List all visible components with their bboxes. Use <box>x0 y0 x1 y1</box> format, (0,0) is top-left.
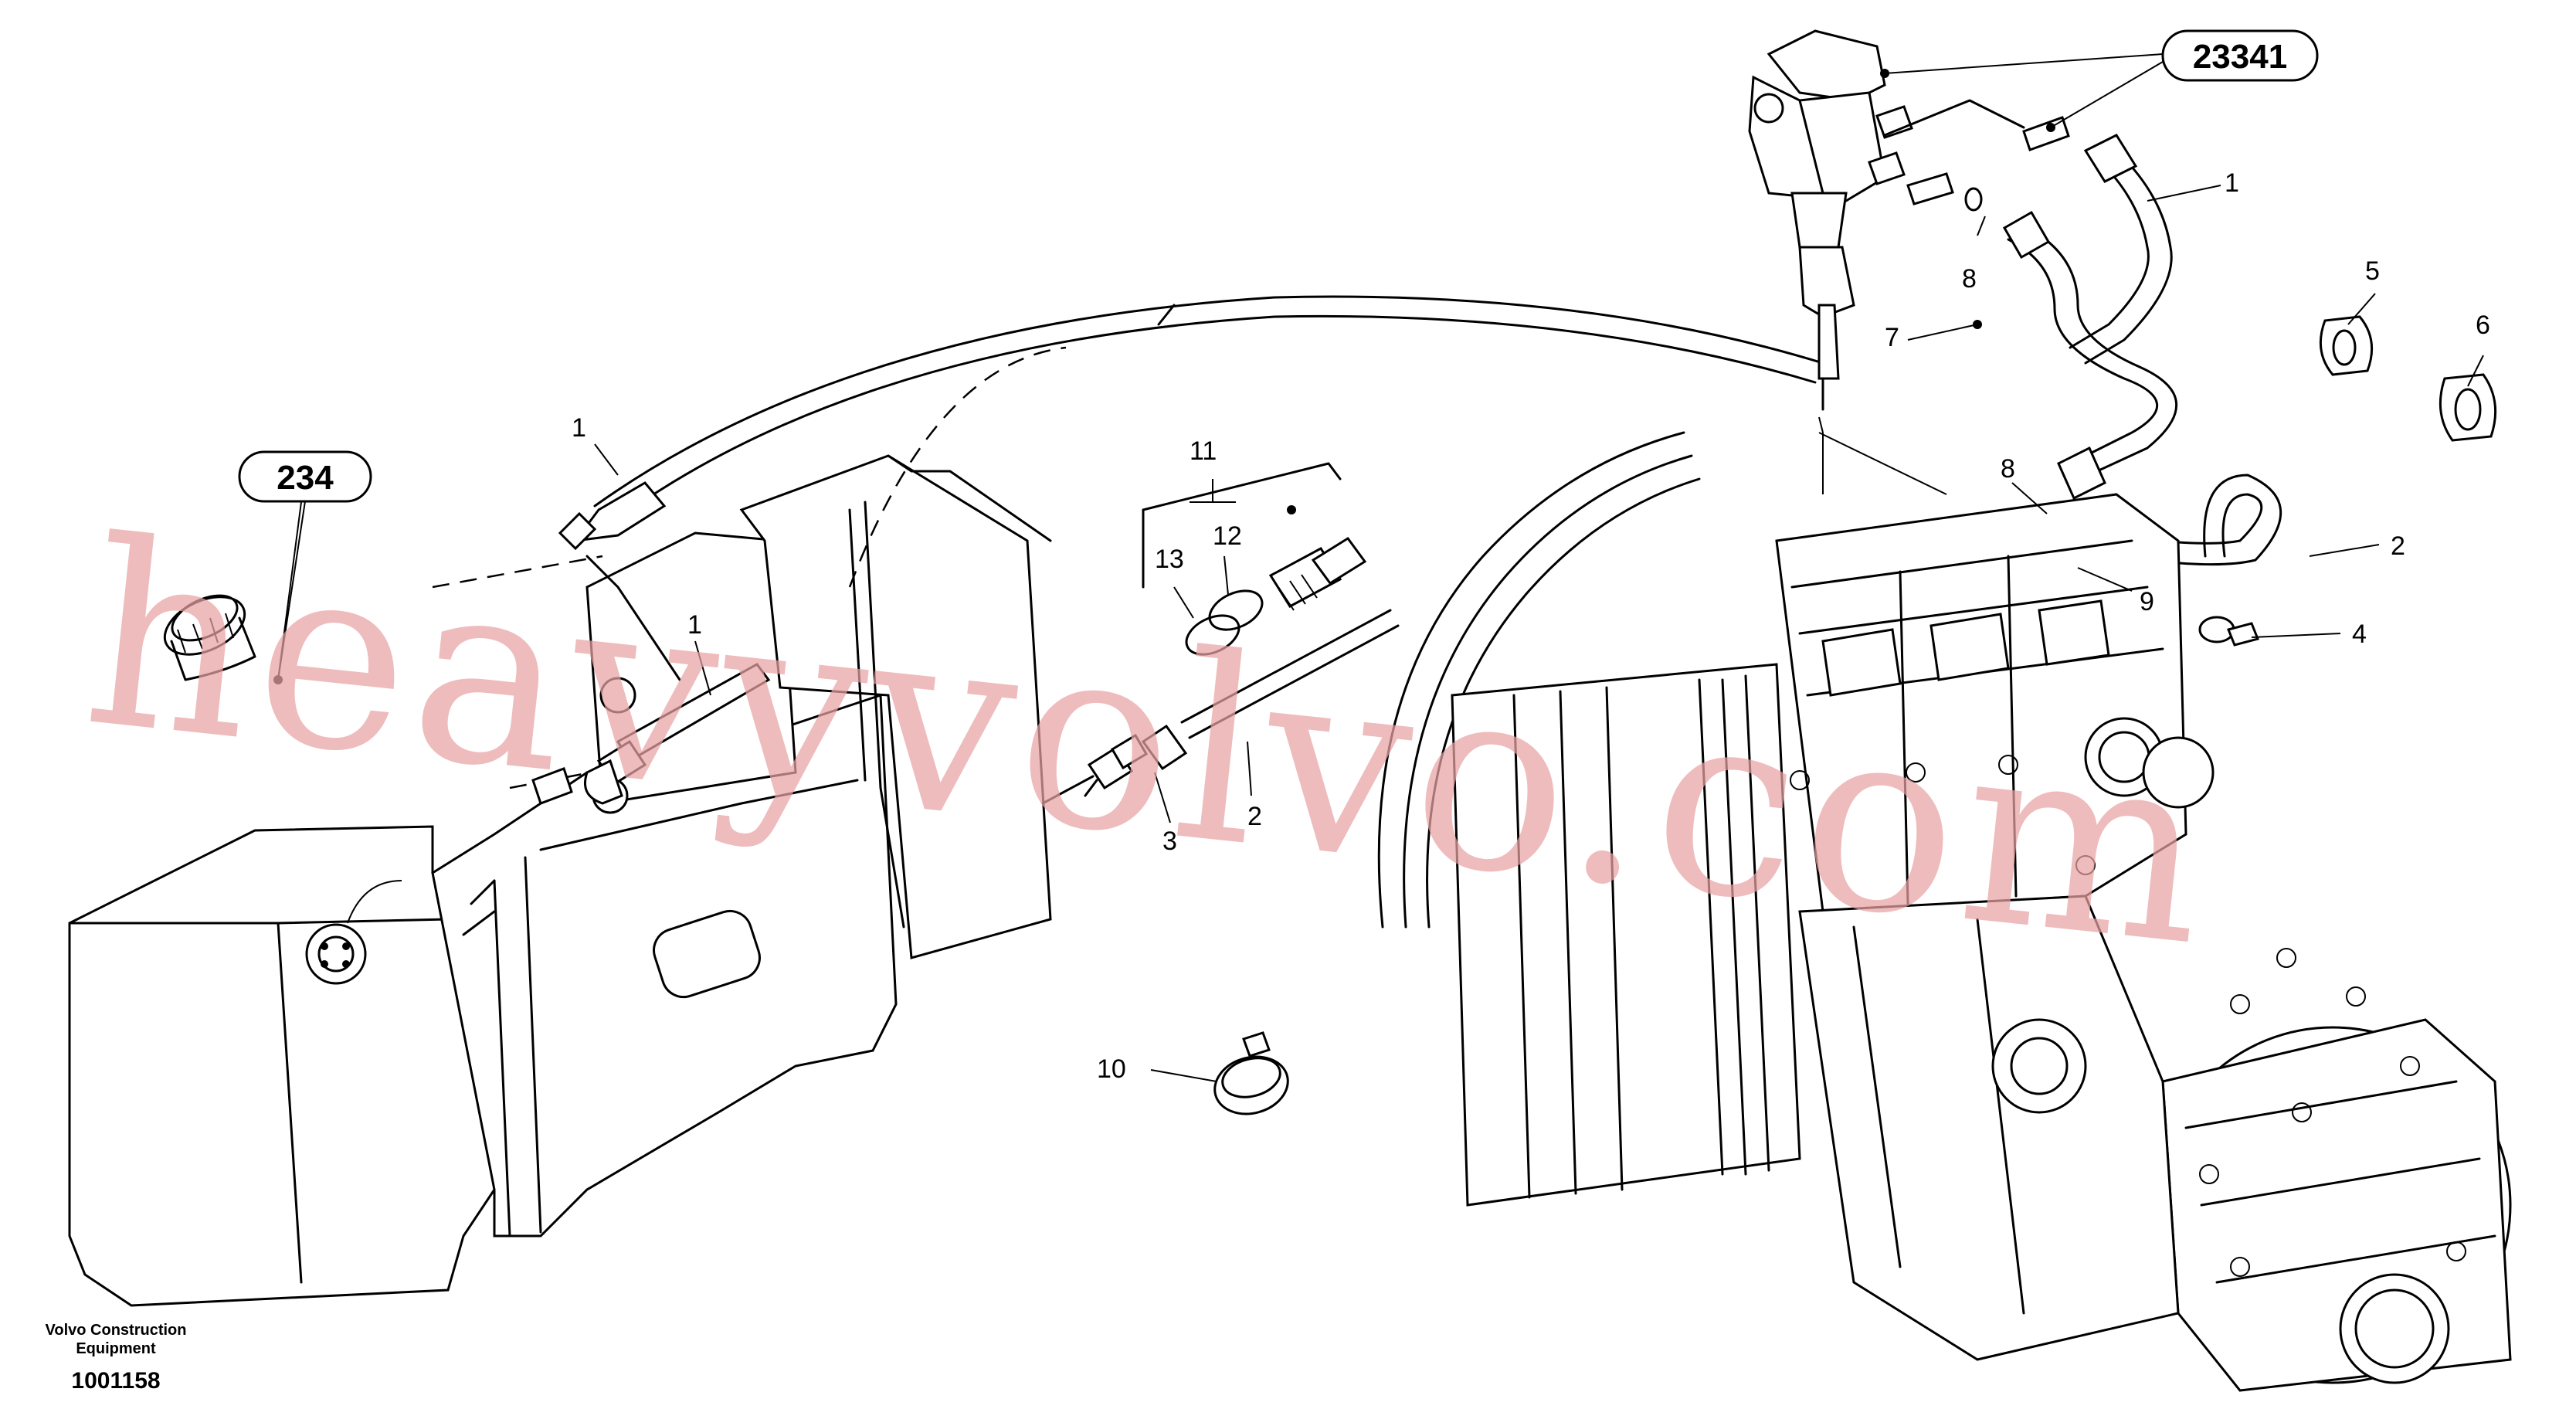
callout-6: 6 <box>2476 311 2490 340</box>
callout-1-left-hose: 1 <box>572 413 586 443</box>
engine-assembly <box>1377 431 2512 1392</box>
callout-5: 5 <box>2365 256 2380 286</box>
drawing-number: 1001158 <box>71 1368 160 1394</box>
callout-8-lower: 8 <box>2001 454 2015 484</box>
callout-2-center: 2 <box>1247 802 1262 831</box>
callout-4: 4 <box>2352 620 2367 649</box>
pipe-assembly <box>1041 609 1400 805</box>
svg-text:Volvo Construction: Volvo Construction <box>46 1322 187 1339</box>
callout-1-top-right: 1 <box>2225 168 2239 198</box>
drawing-footer: Volvo Construction Equipment 1001158 <box>46 1322 187 1394</box>
callout-2-right: 2 <box>2391 531 2405 561</box>
callout-8-top: 8 <box>1962 264 1977 294</box>
callout-labels: 1 1 1 2 2 3 4 5 6 7 8 8 9 10 11 12 13 <box>572 168 2490 1084</box>
reference-23341[interactable]: 23341 <box>2161 29 2319 82</box>
hydraulic-tank <box>68 454 1052 1307</box>
hose-clamp-icon <box>1213 1031 1289 1115</box>
callout-13: 13 <box>1155 545 1184 574</box>
callout-1-tank-hose: 1 <box>687 610 702 640</box>
tank-hose <box>584 663 771 805</box>
callout-10: 10 <box>1097 1054 1126 1084</box>
filter-assembly <box>1748 29 2070 411</box>
callout-7: 7 <box>1885 323 1899 352</box>
svg-text:23341: 23341 <box>2193 38 2287 76</box>
callout-3: 3 <box>1162 827 1177 856</box>
svg-text:Equipment: Equipment <box>76 1340 156 1357</box>
callout-9: 9 <box>2140 587 2154 616</box>
svg-text:234: 234 <box>277 459 334 497</box>
long-hose <box>558 295 1824 681</box>
callout-11: 11 <box>1190 436 1217 466</box>
reference-234[interactable]: 234 <box>238 450 372 681</box>
callout-12: 12 <box>1213 521 1242 551</box>
filler-cap-icon <box>163 594 256 681</box>
quick-coupling <box>1142 462 1367 656</box>
